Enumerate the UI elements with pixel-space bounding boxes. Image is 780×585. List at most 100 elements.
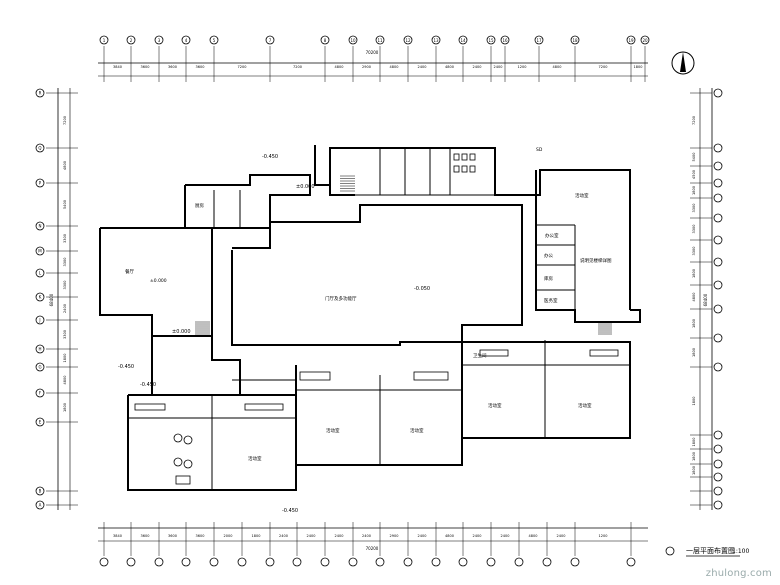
axis-bubble-top <box>154 35 164 45</box>
dim-text-bottom: 3600 <box>141 534 150 538</box>
dim-text-right: 3300 <box>692 247 696 256</box>
axis-bubble-right <box>713 235 723 245</box>
axis-bubble-bottom <box>126 557 136 567</box>
dim-text-top: 4800 <box>553 65 562 69</box>
dim-text-right: 1800 <box>692 348 696 357</box>
axis-bubble-bottom <box>237 557 247 567</box>
dim-text-left: 7200 <box>63 116 67 125</box>
dim-text-right: 3300 <box>692 225 696 234</box>
axis-bubble-bottom <box>570 557 580 567</box>
dim-text-bottom: 2400 <box>473 534 482 538</box>
axis-bubble-left <box>35 417 45 427</box>
room-label-kitchen: 厨房 <box>195 202 204 209</box>
axis-label-left: A <box>39 503 42 508</box>
dim-text-right: 3300 <box>692 204 696 213</box>
room-level-west: ±0.000 <box>150 278 167 284</box>
level-mark-1: -0.450 <box>262 154 278 160</box>
axis-bubble-left <box>35 246 45 256</box>
dim-text-bottom: 1800 <box>252 534 261 538</box>
axis-bubble-top <box>626 35 636 45</box>
axis-bubble-top <box>534 35 544 45</box>
dim-text-top: 3600 <box>196 65 205 69</box>
axis-bubble-right <box>713 500 723 510</box>
dim-text-bottom: 1200 <box>599 534 608 538</box>
axis-bubble-bottom <box>181 557 191 567</box>
axis-bubble-left <box>35 268 45 278</box>
dim-text-top: 3600 <box>168 65 177 69</box>
axis-label-top: 13 <box>433 38 439 43</box>
room-label-class6: 活动室 <box>575 192 589 199</box>
axis-bubble-left <box>35 486 45 496</box>
axis-label-left: N <box>39 224 42 229</box>
dim-text-right: 1800 <box>692 269 696 278</box>
dim-text-right: 1800 <box>692 438 696 447</box>
axis-label-top: 2 <box>130 38 133 43</box>
dim-text-top: 2400 <box>494 65 503 69</box>
dim-text-right: 4800 <box>692 293 696 302</box>
axis-bubble-right <box>713 280 723 290</box>
axis-bubble-right <box>713 486 723 496</box>
axis-bubble-top <box>265 35 275 45</box>
axis-bubble-left <box>35 292 45 302</box>
axis-label-left: L <box>39 271 42 276</box>
axis-bubble-top <box>375 35 385 45</box>
axis-bubble-right <box>713 161 723 171</box>
dim-text-bottom: 2400 <box>279 534 288 538</box>
room-label-wc: 卫生间 <box>473 352 487 359</box>
axis-bubble-left <box>35 178 45 188</box>
axis-bubble-right <box>713 459 723 469</box>
north-arrow-icon <box>671 51 695 75</box>
dim-text-right: 1800 <box>692 397 696 406</box>
axis-label-top: 16 <box>502 38 508 43</box>
drawing-title-block: 一层平面布置图 1:100 <box>665 546 749 557</box>
axis-bubble-left <box>35 88 45 98</box>
axis-label-left: J <box>38 318 40 323</box>
left-grid-dimensions: RQPNMLKJHGFEBA72004800540033003300330024… <box>35 88 78 510</box>
axis-bubble-right <box>713 444 723 454</box>
axis-bubble-right <box>713 304 723 314</box>
overall-dim-left: 68400 <box>49 293 54 306</box>
room-label-west: 餐厅 <box>125 268 134 275</box>
level-mark-3: -0.050 <box>414 286 430 292</box>
dim-text-bottom: 4800 <box>445 534 454 538</box>
axis-bubble-right <box>713 213 723 223</box>
room-label-store: 库房 <box>544 275 553 282</box>
axis-label-left: R <box>39 91 42 96</box>
level-mark-5: ±0.000 <box>172 329 191 335</box>
axis-bubble-top <box>348 35 358 45</box>
dim-text-right: 1800 <box>692 452 696 461</box>
dim-text-right: 5400 <box>692 153 696 162</box>
room-labels: 门厅及多功能厅 餐厅 ±0.000 厨房 活动室 活动室 活动室 活动室 活动室… <box>125 147 612 462</box>
axis-bubble-bottom <box>626 557 636 567</box>
axis-label-left: G <box>38 365 41 370</box>
axis-label-top: 19 <box>628 38 634 43</box>
axis-bubble-left <box>35 500 45 510</box>
axis-label-top: 1 <box>103 38 106 43</box>
dim-text-bottom: 2400 <box>557 534 566 538</box>
axis-bubble-bottom <box>514 557 524 567</box>
dim-text-bottom: 2000 <box>224 534 233 538</box>
dim-text-bottom: 3600 <box>196 534 205 538</box>
room-label-hall: 门厅及多功能厅 <box>325 295 357 302</box>
axis-bubble-bottom <box>375 557 385 567</box>
dim-text-right: 4500 <box>692 170 696 179</box>
axis-bubble-right <box>713 178 723 188</box>
axis-label-left: P <box>39 181 42 186</box>
axis-label-top: 20 <box>642 38 648 43</box>
dim-text-top: 2400 <box>473 65 482 69</box>
axis-label-top: 11 <box>377 38 383 43</box>
axis-bubble-top <box>209 35 219 45</box>
overall-dim-bottom: 70200 <box>366 546 379 551</box>
right-grid-dimensions: 7200540045001800330033003300180048001800… <box>690 88 723 510</box>
dim-text-bottom: 2900 <box>390 534 399 538</box>
dim-text-left: 3300 <box>63 330 67 339</box>
dim-text-top: 4800 <box>390 65 399 69</box>
dim-text-left: 4800 <box>63 376 67 385</box>
level-mark-4: -0.450 <box>118 364 134 370</box>
dim-text-left: 3300 <box>63 258 67 267</box>
axis-bubble-bottom <box>154 557 164 567</box>
room-label-class5: 活动室 <box>578 402 592 409</box>
